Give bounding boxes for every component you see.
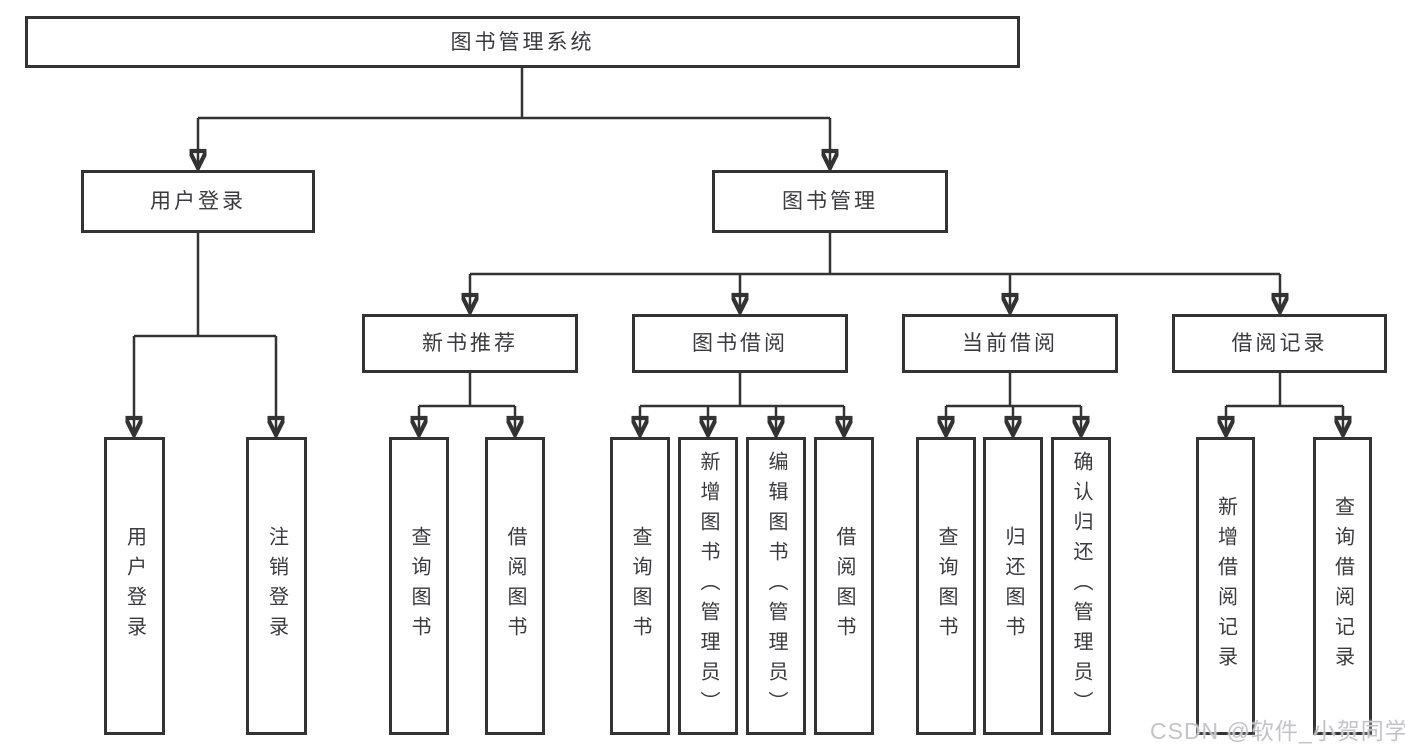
leaf-edit-books-admin: 编辑图书（管理员） [746,437,806,735]
node-book-management: 图书管理 [712,170,948,233]
connector-records-trunk [1226,373,1343,408]
leaf-user-login: 用户登录 [104,437,165,735]
leaf-query-borrow-record: 查询借阅记录 [1313,437,1372,735]
leaf-borrow-books-1: 借阅图书 [485,437,545,735]
csdn-watermark: CSDN @软件_小贺同学 [1150,718,1405,744]
node-new-book-recommend: 新书推荐 [362,314,578,373]
node-book-borrowing: 图书借阅 [632,314,848,373]
leaf-borrow-books-2: 借阅图书 [814,437,874,735]
connector-newbook-trunk [419,373,515,408]
connector-current-trunk [946,373,1081,408]
leaf-add-borrow-record: 新增借阅记录 [1196,437,1255,735]
leaf-logout: 注销登录 [246,437,307,735]
connector-borrow-trunk [640,373,844,408]
leaf-query-books-2: 查询图书 [610,437,670,735]
node-current-borrowing: 当前借阅 [902,314,1118,373]
leaf-return-books: 归还图书 [983,437,1043,735]
connector-root-trunk [198,68,830,120]
leaf-add-books-admin: 新增图书（管理员） [678,437,738,735]
connector-login-trunk [134,233,276,338]
leaf-query-books-1: 查询图书 [389,437,449,735]
leaf-confirm-return-admin: 确认归还（管理员） [1051,437,1111,735]
connector-mgmt-trunk [470,233,1280,276]
node-user-login: 用户登录 [81,170,315,233]
node-root-system: 图书管理系统 [25,16,1020,68]
leaf-query-books-3: 查询图书 [916,437,976,735]
node-borrowing-records: 借阅记录 [1172,314,1387,373]
